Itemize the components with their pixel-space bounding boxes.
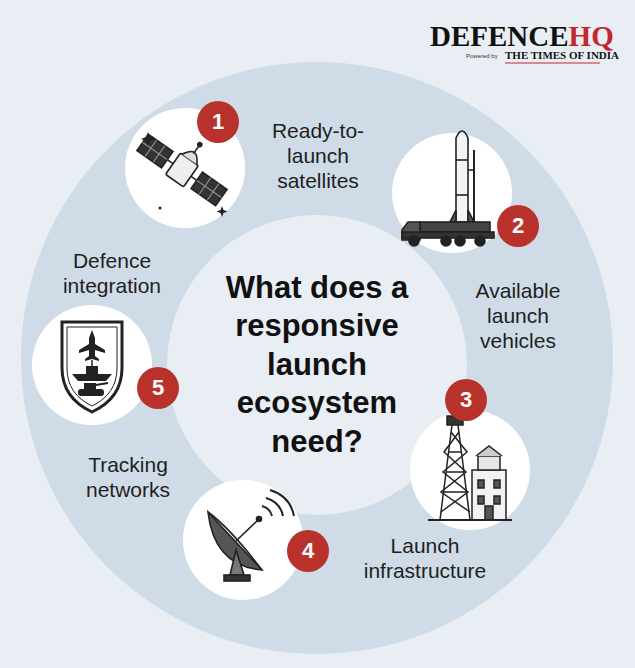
callout-text: 2 xyxy=(512,213,524,239)
item-label: Ready-to-launch satellites xyxy=(266,118,370,194)
logo-rule xyxy=(505,63,600,64)
callout-number: 1 xyxy=(197,101,239,143)
item-label: Launch infrastructure xyxy=(355,533,495,583)
defence-shield-icon xyxy=(62,322,122,412)
callout-number: 3 xyxy=(445,379,487,421)
logo-text: HQ xyxy=(569,20,614,53)
item-label: Defence integration xyxy=(53,248,171,298)
callout-text: 1 xyxy=(212,109,224,135)
rocket-truck-icon xyxy=(402,131,494,246)
item-label: Available launch vehicles xyxy=(463,278,573,354)
callout-number: 4 xyxy=(287,530,329,572)
dish-icon xyxy=(208,490,294,581)
callout-text: 4 xyxy=(302,538,314,564)
callout-number: 5 xyxy=(137,367,179,409)
callout-number: 2 xyxy=(497,205,539,247)
logo-small-text: Powered by xyxy=(466,53,498,59)
callout-text: 3 xyxy=(460,387,472,413)
center-question: What does a responsive launch ecosystem … xyxy=(217,269,417,461)
outer-ring xyxy=(21,62,613,654)
logo-text: DEFENCE xyxy=(430,20,569,53)
item-label: Tracking networks xyxy=(76,452,180,502)
launch-tower-icon xyxy=(428,405,512,520)
icon-circles xyxy=(32,108,530,600)
logo-text: THE TIMES OF INDIA xyxy=(505,49,619,61)
callout-text: 5 xyxy=(152,375,164,401)
